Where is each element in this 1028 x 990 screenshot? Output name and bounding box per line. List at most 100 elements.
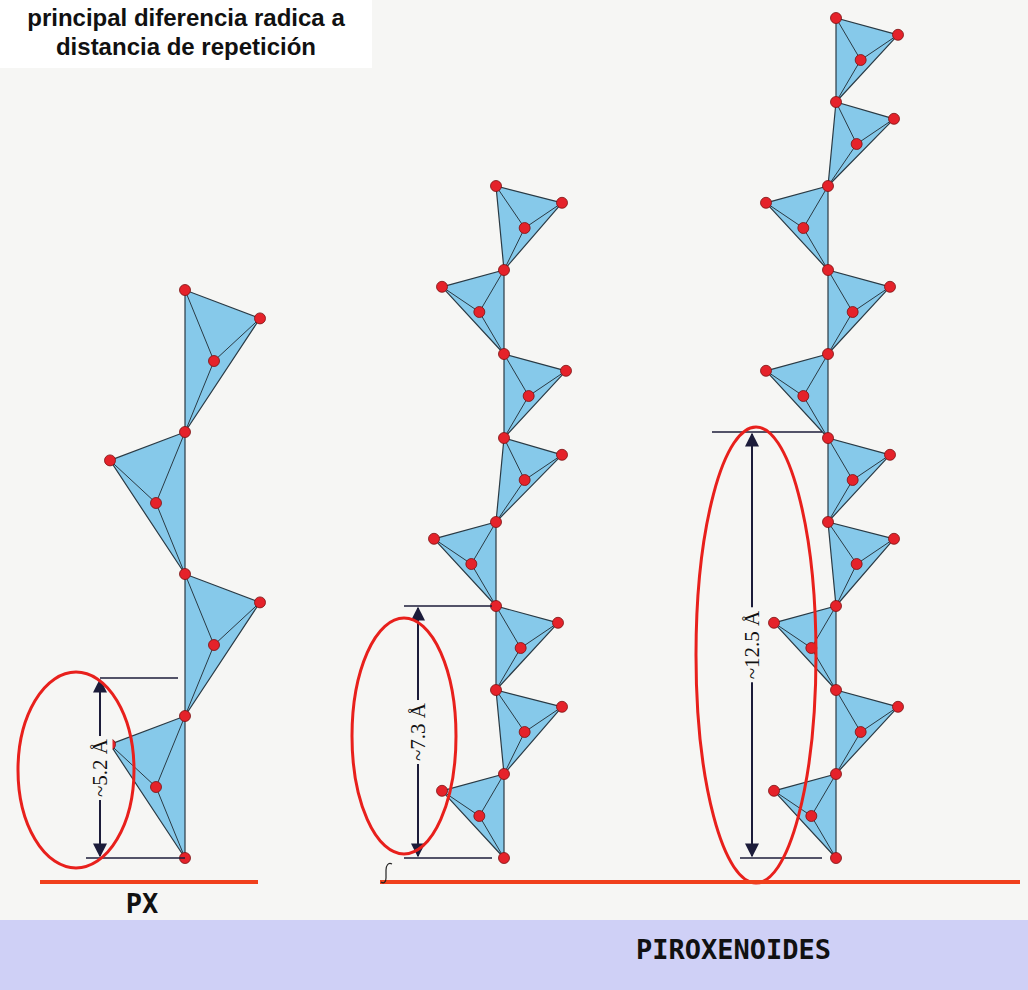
tetrahedron-edge (496, 606, 558, 690)
oxygen-atom (491, 181, 502, 192)
sio4-tetrahedron (110, 716, 185, 858)
repeat-distance: ~12.5 Å (740, 608, 765, 683)
oxygen-atom (557, 701, 568, 712)
oxygen-atom (437, 785, 448, 796)
oxygen-atom (893, 701, 904, 712)
oxygen-atom (519, 727, 530, 738)
tetrahedron-face (828, 102, 894, 186)
tetrahedron-edge (110, 432, 185, 574)
tetrahedron-edge (774, 606, 836, 690)
extension-line (740, 857, 822, 858)
oxygen-atom (769, 785, 780, 796)
tetrahedron-edge (766, 354, 828, 438)
oxygen-atom (761, 365, 772, 376)
tetrahedron-face (496, 690, 562, 774)
sio4-tetrahedron (496, 438, 562, 522)
tetrahedron-face (774, 606, 836, 690)
oxygen-atom (847, 307, 858, 318)
oxygen-atom (499, 265, 510, 276)
oxygen-atom (491, 685, 502, 696)
sio4-tetrahedron (828, 522, 894, 606)
oxygen-atom (761, 197, 772, 208)
oxygen-atom (823, 517, 834, 528)
oxygen-atom (180, 711, 191, 722)
tetrahedron-edge (836, 18, 898, 102)
tetrahedron-face (828, 438, 890, 522)
oxygen-atom (798, 223, 809, 234)
tetrahedron-edge (185, 574, 260, 716)
sio4-tetrahedron (504, 354, 566, 438)
sio4-tetrahedron (836, 690, 898, 774)
dimensions (18, 427, 822, 883)
oxygen-atom (491, 601, 502, 612)
tetrahedron-face (828, 270, 890, 354)
tetrahedron-face (185, 574, 260, 716)
oxygen-atom (515, 643, 526, 654)
oxygen-atom (823, 265, 834, 276)
tetrahedron-face (110, 432, 185, 574)
tetrahedron-face (185, 290, 260, 432)
oxygen-atom (885, 449, 896, 460)
tetrahedron-edge (496, 438, 562, 522)
oxygen-atom (499, 433, 510, 444)
tetrahedron-edge (828, 102, 894, 186)
sio4-tetrahedron (185, 574, 260, 716)
oxygen-atom (499, 349, 510, 360)
oxygen-atom (499, 853, 510, 864)
oxygen-atom (151, 498, 162, 509)
oxygen-atom (851, 139, 862, 150)
sio4-tetrahedron (185, 290, 260, 432)
tetrahedron-edge (110, 716, 185, 858)
oxygen-atom (806, 811, 817, 822)
oxygen-atom (561, 365, 572, 376)
highlight-ellipse (18, 672, 134, 868)
tetrahedron-edge (442, 270, 504, 354)
oxygen-atom (885, 281, 896, 292)
oxygen-atom (831, 853, 842, 864)
highlight-ellipse (352, 618, 456, 854)
oxygen-atom (519, 223, 530, 234)
band-label: PIROXENOIDES (636, 934, 1028, 966)
sio4-tetrahedron (496, 606, 558, 690)
oxygen-atom (209, 356, 220, 367)
oxygen-atom (180, 427, 191, 438)
sio4-tetrahedron (828, 270, 890, 354)
sio4-tetrahedron (774, 606, 836, 690)
extension-line (404, 857, 492, 858)
extension-line (100, 677, 178, 678)
tetrahedron-face (766, 186, 828, 270)
group-label: PX (126, 888, 159, 919)
oxygen-atom (831, 13, 842, 24)
oxygen-atom (255, 597, 266, 608)
oxygen-atom (855, 55, 866, 66)
stray-mark (381, 863, 392, 882)
sio4-tetrahedron (496, 186, 562, 270)
tetrahedron-edge (185, 290, 260, 432)
tetrahedron-face (828, 522, 894, 606)
tetrahedron-face (496, 438, 562, 522)
sio4-tetrahedron (836, 18, 898, 102)
oxygen-atom (466, 559, 477, 570)
oxygen-atom (823, 433, 834, 444)
oxygen-atom (519, 475, 530, 486)
sio4-tetrahedron (496, 690, 562, 774)
tetrahedron-edge (828, 270, 890, 354)
tetrahedron-edge (504, 354, 566, 438)
oxygen-atom (769, 617, 780, 628)
oxygen-atom (105, 455, 116, 466)
tetrahedron-edge (836, 690, 898, 774)
tetrahedra (105, 13, 904, 864)
oxygen-atom (798, 391, 809, 402)
tetrahedron-edge (828, 438, 890, 522)
oxygen-atom (889, 113, 900, 124)
tetrahedron-face (766, 354, 828, 438)
highlight-ellipse (696, 427, 816, 883)
oxygen-atom (151, 782, 162, 793)
tetrahedron-edge (496, 690, 562, 774)
base-line (380, 880, 1020, 884)
slide-title: principal diferencia radica a distancia … (10, 4, 362, 62)
tetrahedron-edge (828, 522, 894, 606)
